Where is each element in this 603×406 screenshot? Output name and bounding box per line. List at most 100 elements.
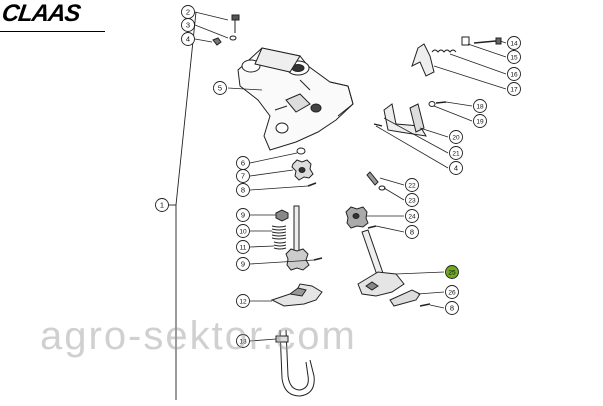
pin-8a — [307, 182, 317, 187]
callout-circle — [236, 183, 250, 197]
callout-number: 23 — [408, 198, 416, 205]
leader-21 — [383, 117, 449, 154]
callout-20: 20 — [449, 130, 463, 144]
leader-23 — [383, 187, 405, 201]
leader-17 — [433, 65, 507, 90]
leader-6 — [249, 152, 298, 164]
shaft-part — [285, 205, 323, 271]
callout-circle — [155, 198, 169, 212]
callout-3: 3 — [181, 18, 195, 32]
callout-number: 5 — [218, 84, 222, 93]
leader-5 — [227, 87, 263, 91]
callout-24: 24 — [405, 209, 419, 223]
housing-part — [237, 47, 354, 151]
callout-circle — [445, 285, 459, 299]
callout-21: 21 — [449, 146, 463, 160]
callout-number: 19 — [476, 119, 484, 126]
bolt-22-part — [366, 171, 386, 191]
leader-8c — [429, 304, 445, 309]
leader-25 — [395, 271, 445, 275]
leader-15 — [467, 43, 507, 58]
callout-17: 17 — [507, 82, 521, 96]
callout-number: 3 — [186, 21, 190, 30]
callout-circle — [449, 161, 463, 175]
callout-6: 6 — [236, 156, 250, 170]
callout-circle — [236, 208, 250, 222]
washer-6 — [296, 147, 306, 155]
callout-number: 25 — [448, 270, 456, 277]
leader-3 — [194, 24, 229, 39]
callout-circle — [405, 225, 419, 239]
callout-9: 9 — [236, 208, 250, 222]
callout-number: 22 — [408, 183, 416, 190]
callout-circle — [236, 224, 250, 238]
callout-5: 5 — [213, 81, 227, 95]
hook-rod-part — [275, 329, 315, 397]
callout-layer: 1234567891011912131415161718192021422232… — [155, 5, 521, 348]
leader-19 — [433, 105, 473, 122]
callout-circle — [449, 130, 463, 144]
callout-number: 8 — [450, 304, 454, 313]
leader-8b — [375, 225, 405, 233]
callout-circle — [236, 294, 250, 308]
callout-circle — [213, 81, 227, 95]
callout-26: 26 — [445, 285, 459, 299]
callout-circle — [445, 265, 459, 279]
callout-12: 12 — [236, 294, 250, 308]
callout-9: 9 — [236, 257, 250, 271]
callout-circle — [236, 257, 250, 271]
callout-15: 15 — [507, 50, 521, 64]
callout-number: 4 — [454, 164, 458, 173]
gear-24-part — [345, 206, 377, 229]
callout-8: 8 — [236, 183, 250, 197]
leader-14 — [499, 40, 507, 44]
callout-number: 18 — [476, 104, 484, 111]
callout-14: 14 — [507, 36, 521, 50]
callout-8: 8 — [405, 225, 419, 239]
callout-23: 23 — [405, 193, 419, 207]
callout-10: 10 — [236, 224, 250, 238]
callout-number: 7 — [241, 172, 245, 181]
callout-number: 11 — [240, 245, 247, 252]
header-rule — [0, 31, 105, 32]
callout-number: 26 — [448, 290, 456, 297]
callout-number: 16 — [510, 72, 518, 79]
lever-26-part — [389, 289, 431, 307]
callout-16: 16 — [507, 67, 521, 81]
callout-number: 13 — [239, 339, 247, 346]
leader-2 — [194, 11, 229, 21]
cam-plate-part — [270, 283, 323, 307]
callout-number: 2 — [186, 8, 190, 17]
callout-8: 8 — [445, 301, 459, 315]
leader-11 — [249, 245, 275, 248]
watermark-text: agro-sektor.com — [40, 314, 357, 358]
callout-number: 24 — [408, 214, 416, 221]
spring-part-2 — [273, 241, 287, 250]
callout-number: 14 — [510, 41, 518, 48]
leader-20 — [419, 127, 449, 138]
callout-11: 11 — [236, 240, 250, 254]
callout-13: 13 — [236, 334, 250, 348]
callout-circle — [181, 32, 195, 46]
callout-18: 18 — [473, 99, 487, 113]
leader-4b — [375, 125, 449, 169]
callout-19: 19 — [473, 114, 487, 128]
callout-number: 21 — [452, 151, 460, 158]
callout-circle — [449, 146, 463, 160]
callout-4: 4 — [181, 32, 195, 46]
leader-13 — [249, 338, 277, 342]
leader-16 — [449, 53, 507, 75]
gear-part — [291, 159, 314, 181]
washer-part — [212, 35, 237, 46]
leader-22 — [379, 177, 405, 186]
callout-circle — [405, 178, 419, 192]
callout-number: 9 — [241, 211, 245, 220]
callout-circle — [473, 99, 487, 113]
callout-number: 8 — [410, 228, 414, 237]
lever-assembly-part — [373, 101, 447, 137]
callout-circle — [507, 50, 521, 64]
callout-2: 2 — [181, 5, 195, 19]
leader-18 — [445, 101, 473, 107]
leader-8a — [249, 185, 309, 191]
